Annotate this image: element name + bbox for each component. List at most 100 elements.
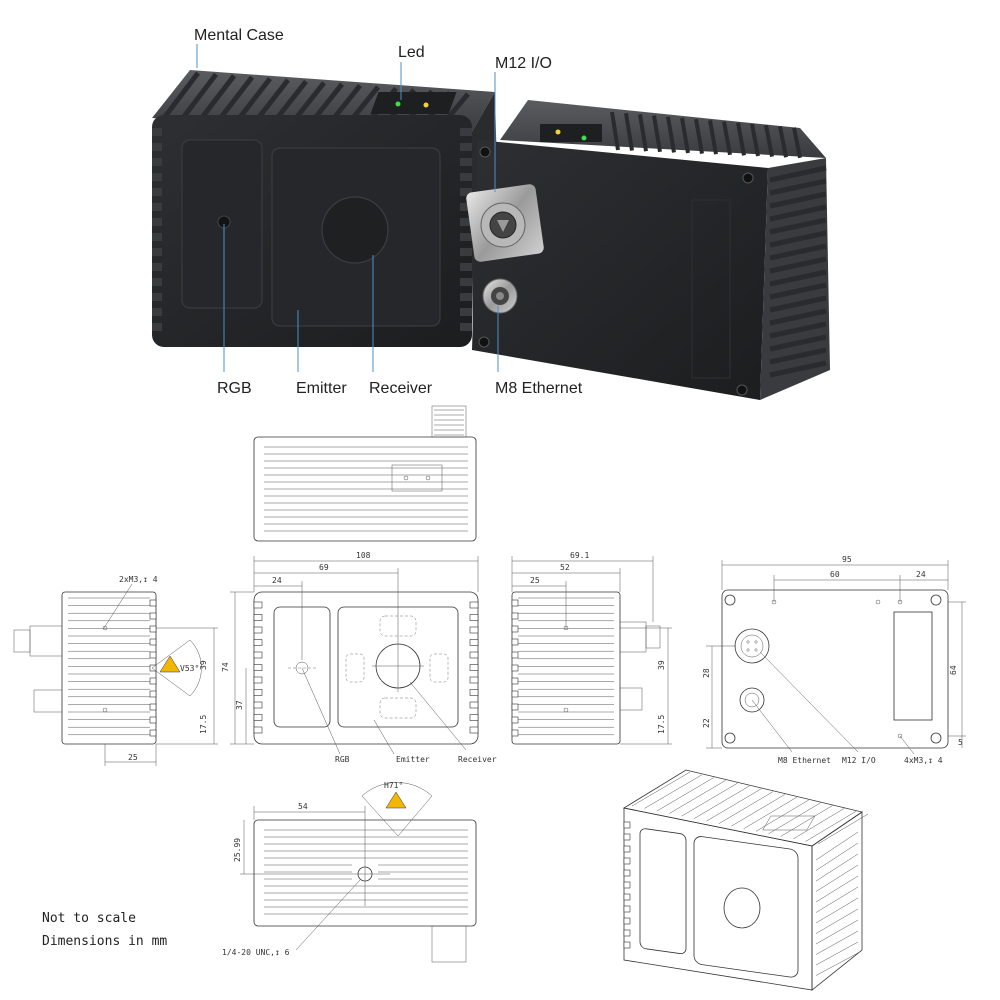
- fin-notch: [469, 726, 479, 734]
- cooling-fin: [815, 941, 859, 966]
- cooling-fin: [755, 799, 809, 832]
- fin-notch: [460, 203, 472, 211]
- fin-notch: [149, 690, 157, 698]
- fin-notch: [469, 651, 479, 659]
- fin-notch: [511, 716, 519, 724]
- dim-front-74: 74: [221, 662, 230, 672]
- fin-notch: [460, 278, 472, 286]
- fin-notch: [152, 293, 162, 301]
- fin-notch: [152, 218, 162, 226]
- label-back-m8: M8 Ethernet: [778, 756, 831, 765]
- fin-notch: [511, 703, 519, 711]
- side-fins-right: [460, 128, 472, 331]
- callout-emitter: Emitter: [296, 380, 347, 397]
- cooling-fin: [198, 74, 236, 122]
- cooling-fin: [769, 204, 827, 222]
- fin-notch: [152, 188, 162, 196]
- dim-right-width: 69.1: [570, 551, 589, 560]
- cooling-fin: [638, 114, 648, 152]
- fin-notch: [149, 599, 157, 607]
- cooling-fin: [656, 777, 714, 812]
- fin-notch: [149, 703, 157, 711]
- fin-notch: [253, 664, 263, 671]
- m12-connector-icon: [466, 184, 544, 262]
- fin-notch: [152, 278, 162, 286]
- fin-notch: [623, 941, 631, 949]
- cooling-fin: [769, 256, 827, 274]
- dim-back-60: 60: [830, 570, 840, 579]
- led-green-icon: [581, 135, 587, 141]
- label-bottom-thread: 1/4-20 UNC,↧ 6: [222, 948, 290, 957]
- cooling-fin: [769, 191, 827, 209]
- dim-left-fov: V53°: [180, 664, 199, 673]
- cooling-fin: [769, 243, 827, 261]
- side-fins-left: [152, 128, 162, 331]
- fin-notch: [152, 323, 162, 331]
- fin-notch: [253, 614, 263, 621]
- dim-back-28: 28: [702, 668, 711, 678]
- fin-notch: [460, 248, 472, 256]
- fin-notch: [623, 869, 631, 877]
- fin-notch: [253, 714, 263, 721]
- fin-notch: [152, 143, 162, 151]
- m8-port-icon: [739, 687, 765, 713]
- cooling-fin: [750, 123, 760, 157]
- cooling-fin: [669, 780, 726, 814]
- cooling-fin: [769, 282, 827, 300]
- fin-notch: [460, 188, 472, 196]
- fin-notch: [623, 857, 631, 865]
- fin-notch: [469, 714, 479, 721]
- fin-notch: [253, 701, 263, 709]
- laser-warning-icon: [159, 655, 181, 673]
- receiver-lens-icon: [321, 196, 389, 264]
- dim-right-17-5: 17.5: [657, 715, 666, 734]
- back-face: [472, 140, 768, 400]
- cooling-fin: [644, 774, 702, 809]
- fin-notch: [152, 173, 162, 181]
- fin-notch: [623, 893, 631, 901]
- isometric-line-drawing: [622, 769, 869, 991]
- fin-notch: [253, 601, 263, 609]
- cooling-fin: [815, 842, 859, 871]
- top-view-drawing: [253, 405, 477, 542]
- led-green-icon: [395, 101, 401, 107]
- screw-icon: [478, 336, 490, 348]
- cooling-fin: [666, 116, 676, 153]
- fin-notch: [253, 726, 263, 734]
- fin-notch: [460, 323, 472, 331]
- fin-notch: [253, 639, 263, 646]
- fin-notch: [149, 612, 157, 620]
- cooling-fin: [694, 118, 704, 154]
- dim-front-width: 108: [356, 551, 371, 560]
- dim-right-39: 39: [657, 660, 666, 670]
- fin-notch: [469, 701, 479, 709]
- cooling-fin: [631, 771, 691, 807]
- note-not-to-scale: Not to scale: [42, 911, 136, 926]
- front-view-drawing: 108 69 24 74 37 RGB Emitter Receiver: [221, 551, 497, 764]
- screw-icon: [736, 384, 748, 396]
- callout-rgb: RGB: [217, 380, 252, 397]
- cooling-fin: [769, 269, 827, 287]
- cooling-fin: [769, 217, 827, 235]
- fin-notch: [460, 308, 472, 316]
- fin-notch: [511, 612, 519, 620]
- dim-front-37: 37: [235, 700, 244, 710]
- fin-notch: [152, 248, 162, 256]
- fin-notch: [149, 677, 157, 685]
- callout-receiver: Receiver: [369, 380, 433, 397]
- cooling-fin: [793, 808, 845, 840]
- fin-notch: [149, 638, 157, 646]
- cooling-fin: [706, 788, 762, 822]
- cooling-fin: [180, 72, 218, 121]
- label-back-m12: M12 I/O: [842, 756, 876, 765]
- fin-notch: [469, 626, 479, 634]
- fin-notch: [511, 677, 519, 685]
- cooling-fin: [624, 112, 634, 151]
- cooling-fin: [652, 115, 662, 153]
- cooling-fin: [815, 831, 859, 861]
- screw-icon: [742, 172, 754, 184]
- cooling-fin: [216, 75, 254, 123]
- bottom-view-drawing: H71° 54 25.99 1/4-20 UNC,↧ 6: [222, 781, 477, 963]
- cooling-fin: [768, 802, 821, 835]
